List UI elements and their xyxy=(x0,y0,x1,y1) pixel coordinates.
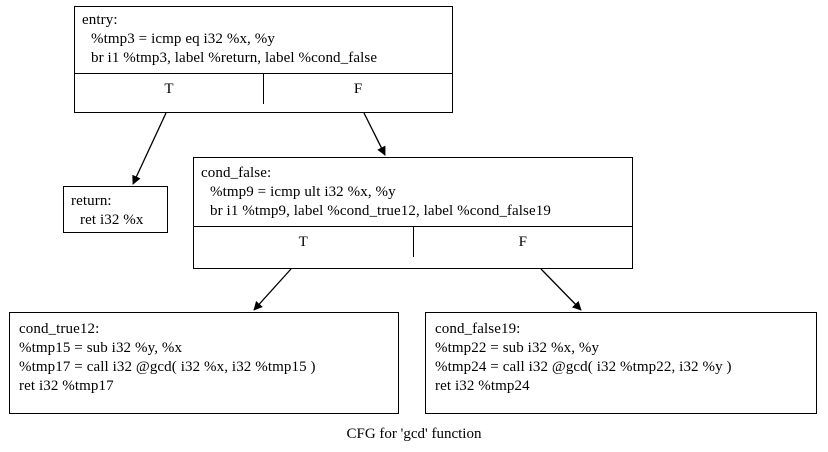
node-cond-false-port-false[interactable]: F xyxy=(412,227,633,257)
node-entry-body: entry: %tmp3 = icmp eq i32 %x, %y br i1 … xyxy=(75,7,452,73)
node-cond-true12-line-0: %tmp15 = sub i32 %y, %x xyxy=(19,340,183,356)
node-cond-false-label: cond_false: xyxy=(201,165,272,181)
node-entry-port-true[interactable]: T xyxy=(164,80,174,97)
node-entry-label: entry: xyxy=(82,12,118,28)
node-entry-line-0: %tmp3 = icmp eq i32 %x, %y xyxy=(91,31,275,47)
node-cond-false19[interactable]: cond_false19: %tmp22 = sub i32 %x, %y %t… xyxy=(425,312,817,414)
node-return-body: return: ret i32 %x xyxy=(64,187,167,235)
node-cond-false19-line-1: %tmp24 = call i32 @gcd( i32 %tmp22, i32 … xyxy=(435,359,732,375)
node-cond-false-line-1: br i1 %tmp9, label %cond_true12, label %… xyxy=(210,203,551,219)
node-cond-true12-line-1: %tmp17 = call i32 @gcd( i32 %x, i32 %tmp… xyxy=(19,359,316,375)
node-cond-true12-line-2: ret i32 %tmp17 xyxy=(19,378,114,394)
edge-entry-false-to-cond-false xyxy=(363,112,386,156)
node-return[interactable]: return: ret i32 %x xyxy=(63,186,168,233)
node-entry-port-false[interactable]: F xyxy=(263,74,452,104)
node-cond-false19-body: cond_false19: %tmp22 = sub i32 %x, %y %t… xyxy=(426,313,816,401)
node-return-label: return: xyxy=(71,193,112,209)
node-cond-false[interactable]: cond_false: %tmp9 = icmp ult i32 %x, %y … xyxy=(193,157,633,269)
node-cond-false19-line-2: ret i32 %tmp24 xyxy=(435,378,530,394)
node-return-line-0: ret i32 %x xyxy=(80,212,144,228)
node-cond-false19-label: cond_false19: xyxy=(435,321,521,337)
node-entry-port-row: T F xyxy=(75,73,452,104)
node-cond-false-line-0: %tmp9 = icmp ult i32 %x, %y xyxy=(210,184,396,200)
edge-cond-false-false-to-cond-false19 xyxy=(540,268,582,311)
node-entry-line-1: br i1 %tmp3, label %return, label %cond_… xyxy=(91,50,378,66)
edge-entry-true-to-return xyxy=(132,112,167,185)
node-cond-true12[interactable]: cond_true12: %tmp15 = sub i32 %y, %x %tm… xyxy=(9,312,399,414)
node-cond-false-port-row: T F xyxy=(194,226,632,257)
node-entry[interactable]: entry: %tmp3 = icmp eq i32 %x, %y br i1 … xyxy=(74,6,453,113)
node-cond-true12-body: cond_true12: %tmp15 = sub i32 %y, %x %tm… xyxy=(10,313,398,401)
node-cond-false-port-true[interactable]: T xyxy=(298,233,308,250)
graph-caption: CFG for 'gcd' function xyxy=(346,426,482,442)
node-cond-false19-line-0: %tmp22 = sub i32 %x, %y xyxy=(435,340,600,356)
node-cond-false-body: cond_false: %tmp9 = icmp ult i32 %x, %y … xyxy=(194,158,632,226)
node-cond-true12-label: cond_true12: xyxy=(19,321,100,337)
edge-cond-false-true-to-cond-true12 xyxy=(253,268,292,311)
